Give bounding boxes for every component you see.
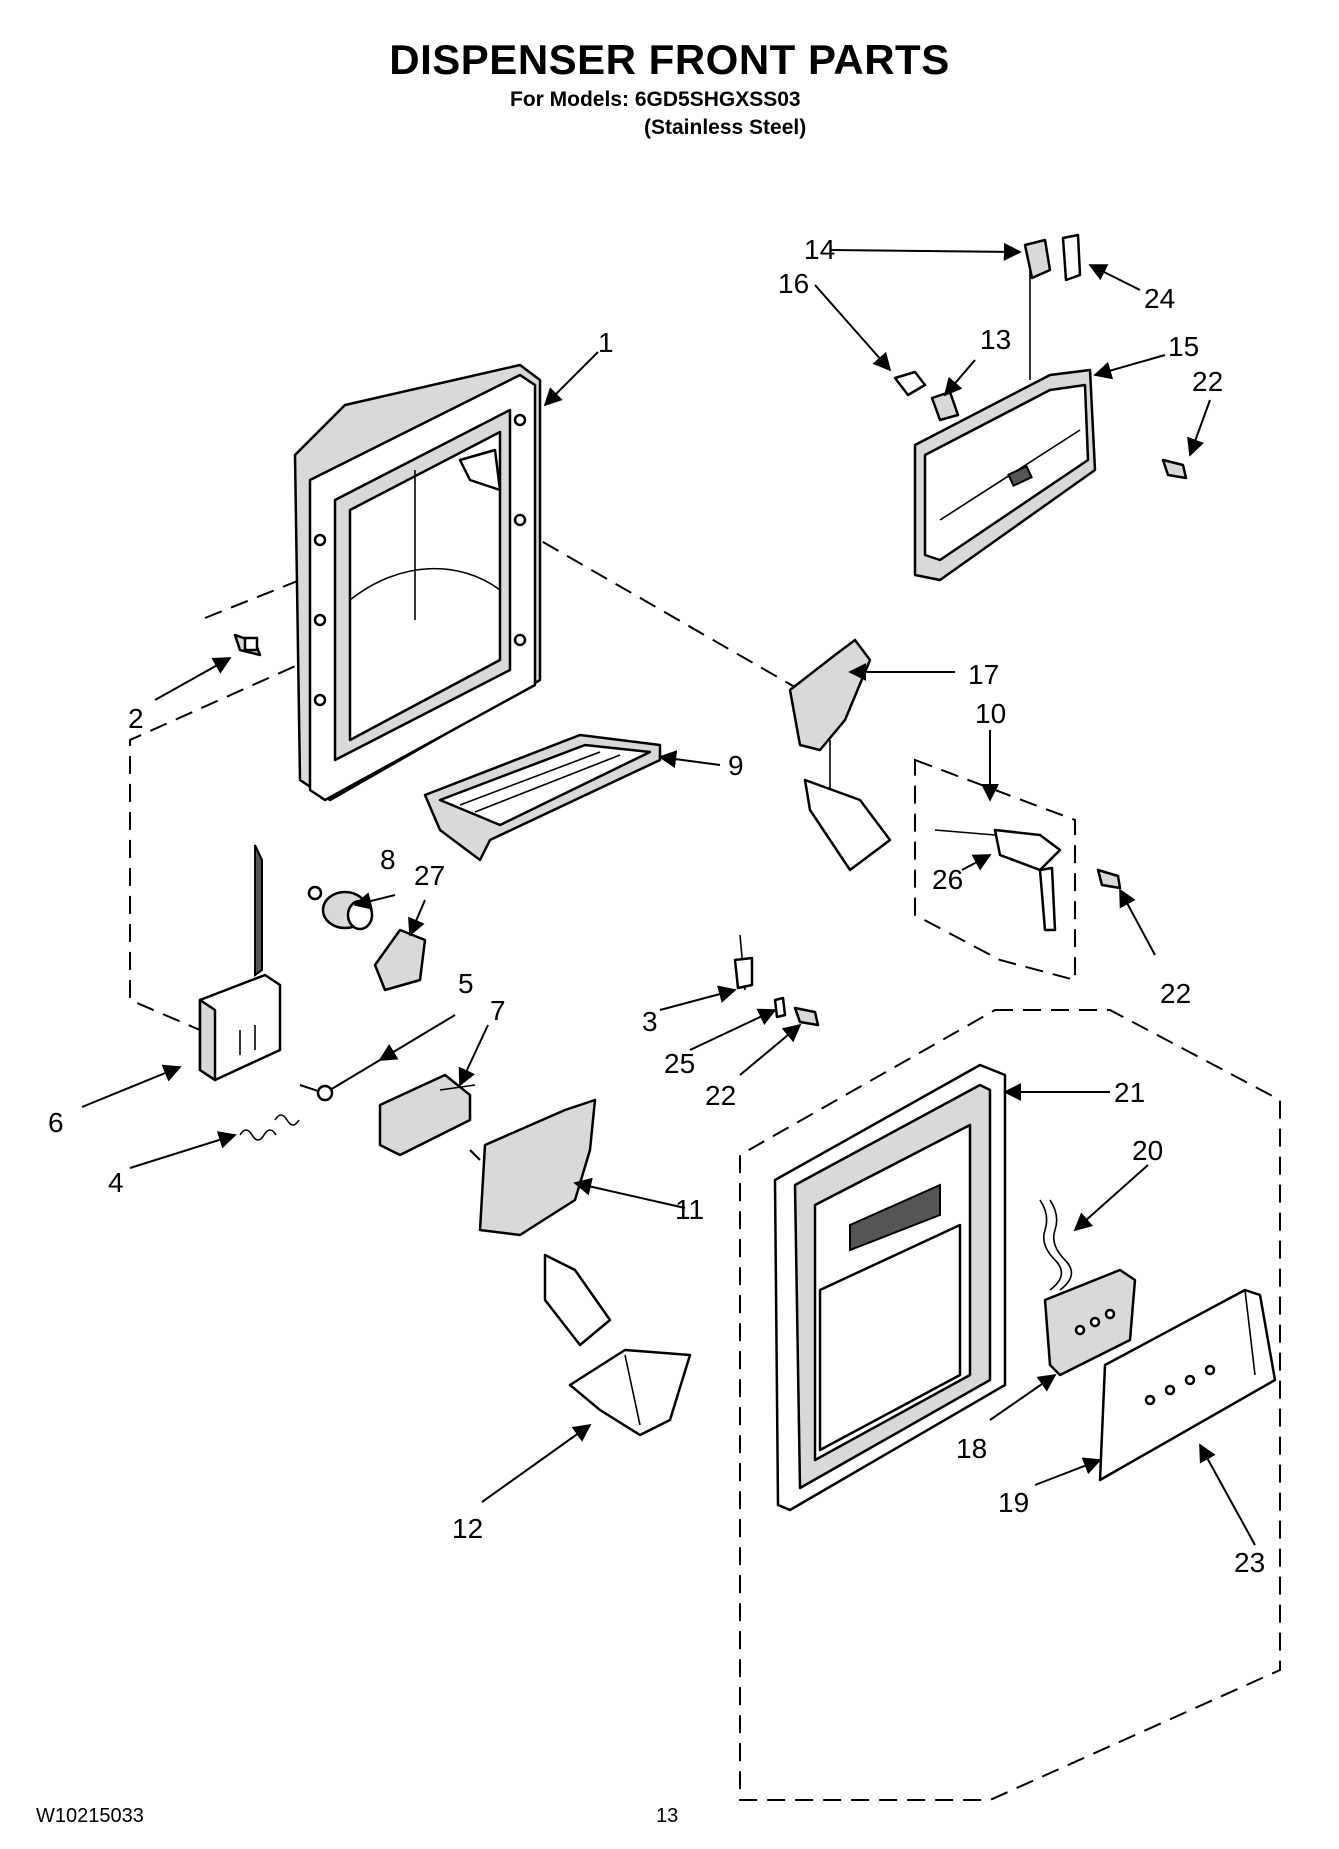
callout-22b: 22 [1160, 978, 1191, 1009]
callout-14: 14 [804, 234, 835, 265]
callout-10: 10 [975, 698, 1006, 729]
part-15-upper-bracket [913, 250, 1097, 582]
callout-23: 23 [1234, 1547, 1265, 1578]
callout-13: 13 [980, 324, 1011, 355]
part-18-control-board [1043, 1268, 1137, 1377]
part-3-spring-clip [733, 934, 754, 991]
callout-21: 21 [1114, 1077, 1145, 1108]
callout-11: 11 [675, 1194, 704, 1225]
callout-26: 26 [932, 864, 963, 895]
part-26-actuator [934, 828, 1062, 932]
callout-25: 25 [664, 1048, 695, 1079]
callout-15: 15 [1168, 331, 1199, 362]
callout-17: 17 [968, 659, 999, 690]
callout-1: 1 [598, 327, 614, 358]
callout-5: 5 [458, 968, 474, 999]
part-1-housing-frame [293, 363, 542, 802]
callout-3: 3 [642, 1006, 658, 1037]
part-21-front-bezel [773, 1063, 1007, 1512]
part-22-screw-b [1096, 868, 1122, 890]
callout-4: 4 [108, 1167, 124, 1198]
callout-8: 8 [380, 844, 396, 875]
part-25-clip [773, 996, 787, 1019]
callout-7: 7 [490, 995, 506, 1026]
part-13-socket [930, 390, 960, 422]
part-11-lever [478, 1098, 612, 1347]
part-8-solenoid [307, 885, 374, 931]
page-number: 13 [656, 1805, 679, 1827]
callout-27: 27 [414, 860, 445, 891]
leader-lines [81, 242, 1256, 1546]
callout-24: 24 [1144, 283, 1175, 314]
part-14-switch [1023, 238, 1052, 280]
callout-9: 9 [728, 750, 744, 781]
page-title: DISPENSER FRONT PARTS [389, 36, 950, 83]
part-4-spring [239, 1114, 300, 1141]
part-2-screw [233, 633, 262, 657]
part-12-funnel [568, 1348, 692, 1437]
document-number: W10215033 [36, 1805, 144, 1827]
part-9-drip-tray [423, 733, 662, 862]
part-24-insulator [1061, 233, 1082, 282]
callout-20: 20 [1132, 1135, 1163, 1166]
part-6-module [198, 844, 282, 1082]
callout-labels: 1 2 3 4 5 6 7 8 9 10 11 12 13 14 15 16 1… [48, 234, 1265, 1578]
part-5-rod [316, 1059, 381, 1102]
part-17-lever-arm [788, 638, 892, 872]
callout-6: 6 [48, 1107, 64, 1138]
callout-2: 2 [128, 703, 144, 734]
part-7-pivot [378, 1073, 476, 1157]
part-22-screw-a [1161, 458, 1188, 480]
callout-22a: 22 [1192, 366, 1223, 397]
models-line: For Models: 6GD5SHGXSS03 [510, 88, 801, 111]
part-22-screw-c [793, 1006, 820, 1027]
callout-19: 19 [998, 1487, 1029, 1518]
callout-12: 12 [452, 1513, 483, 1544]
part-27-bracket [373, 928, 427, 992]
finish-line: (Stainless Steel) [644, 116, 807, 139]
callout-16: 16 [778, 268, 809, 299]
callout-22c: 22 [705, 1080, 736, 1111]
part-20-wire-harness [1039, 1199, 1073, 1291]
callout-18: 18 [956, 1433, 987, 1464]
part-16-bulb [893, 370, 927, 397]
